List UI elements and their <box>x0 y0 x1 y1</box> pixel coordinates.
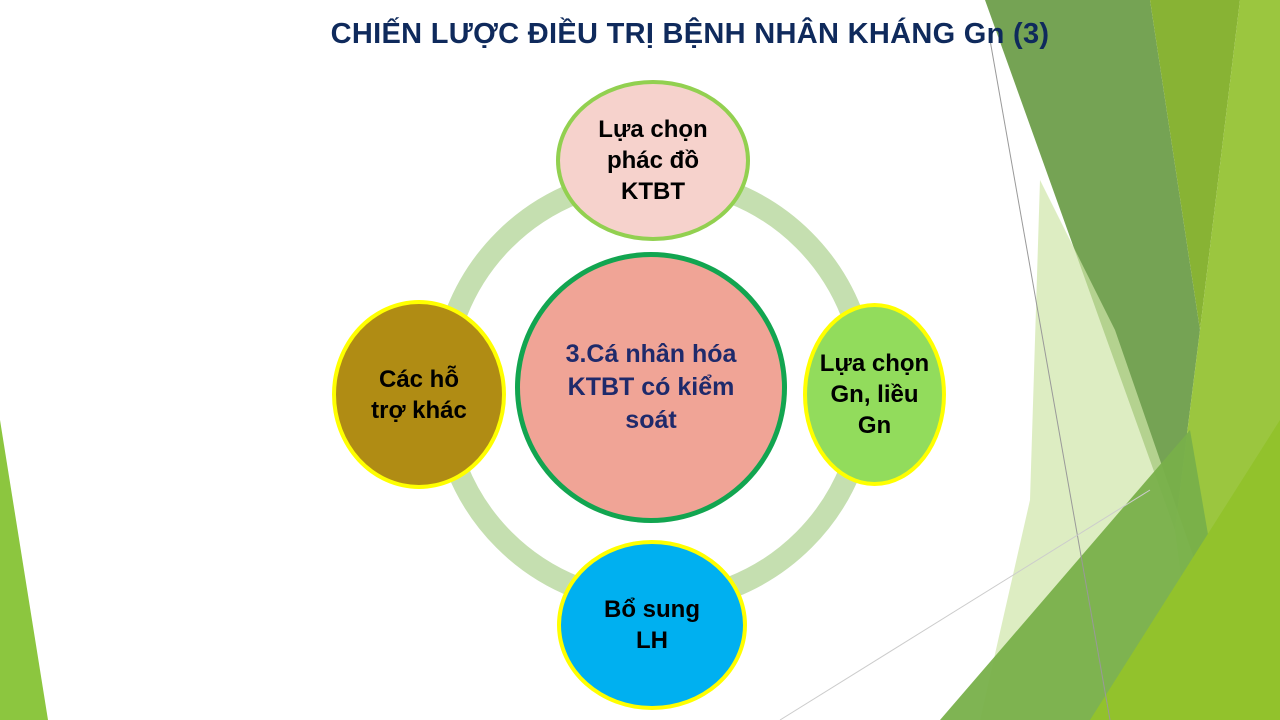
node-bottom: Bổ sung LH <box>557 540 747 710</box>
node-right-label: Lựa chọn Gn, liều Gn <box>819 350 930 439</box>
node-top-label: Lựa chọn phác đồ KTBT <box>598 116 708 205</box>
thin-line <box>779 489 1151 720</box>
node-right: Lựa chọn Gn, liều Gn <box>803 303 946 486</box>
node-bottom-label: Bổ sung LH <box>604 596 700 654</box>
thin-line <box>989 39 1111 720</box>
center-node-label: 3.Cá nhân hóa KTBT có kiểm soát <box>565 340 737 434</box>
bright-green-triangle <box>1090 420 1280 720</box>
node-top: Lựa chọn phác đồ KTBT <box>556 80 750 241</box>
node-left: Các hỗ trợ khác <box>332 300 506 489</box>
slide-title: CHIẾN LƯỢC ĐIỀU TRỊ BỆNH NHÂN KHÁNG Gn (… <box>330 18 1050 50</box>
left-green-accent <box>0 420 48 720</box>
center-node: 3.Cá nhân hóa KTBT có kiểm soát <box>515 252 787 523</box>
node-left-label: Các hỗ trợ khác <box>371 365 467 424</box>
olive-green-band <box>1150 0 1240 330</box>
dark-green-band <box>985 0 1200 530</box>
